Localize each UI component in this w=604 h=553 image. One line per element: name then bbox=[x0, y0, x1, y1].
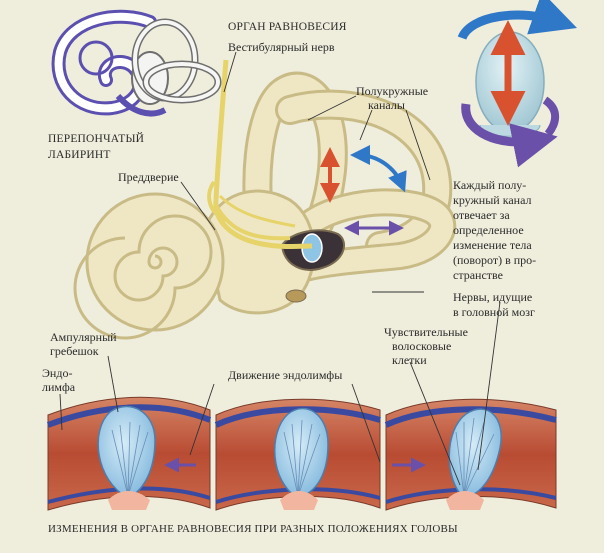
label-canal-note-7: странстве bbox=[453, 268, 503, 282]
label-nerves-2: в головной мозг bbox=[453, 305, 535, 319]
label-canal-note-2: кружный канал bbox=[453, 193, 532, 207]
label-hair-cells-3: клетки bbox=[392, 353, 427, 367]
head-rotation-icon bbox=[457, 0, 577, 168]
label-hair-cells-1: Чувствительные bbox=[384, 325, 468, 339]
label-canal-note-3: отвечает за bbox=[453, 208, 510, 222]
label-vestibular-nerve: Вестибулярный нерв bbox=[228, 40, 335, 54]
leader-lines bbox=[59, 51, 501, 486]
label-nerves-1: Нервы, идущие bbox=[453, 290, 533, 304]
label-canal-note-4: определенное bbox=[453, 223, 524, 237]
label-membranous-labyrinth-1: ПЕРЕПОНЧАТЫЙ bbox=[48, 133, 145, 145]
membranous-labyrinth-illustration bbox=[51, 9, 222, 117]
label-vestibule: Преддверие bbox=[118, 170, 179, 184]
label-hair-cells-2: волосковые bbox=[392, 339, 452, 353]
figure-caption: ИЗМЕНЕНИЯ В ОРГАНЕ РАВНОВЕСИЯ ПРИ РАЗНЫХ… bbox=[48, 523, 458, 535]
ampulla-panel-2 bbox=[214, 398, 381, 511]
label-membranous-labyrinth-2: ЛАБИРИНТ bbox=[48, 149, 111, 161]
ampulla-panel-1 bbox=[46, 396, 212, 511]
label-endolymph-motion: Движение эндолимфы bbox=[228, 368, 343, 382]
label-canal-note-5: изменение тела bbox=[453, 238, 532, 252]
label-endolymph-2: лимфа bbox=[42, 380, 76, 394]
label-semicircular-canals-1: Полукружные bbox=[356, 84, 429, 98]
label-canal-note-1: Каждый полу- bbox=[453, 178, 527, 192]
diagram-title: ОРГАН РАВНОВЕСИЯ bbox=[228, 21, 347, 33]
label-endolymph-1: Эндо- bbox=[42, 366, 73, 380]
ampulla-panels bbox=[46, 396, 557, 511]
label-ampullary-crest-2: гребешок bbox=[50, 344, 99, 358]
bony-labyrinth-illustration bbox=[73, 59, 457, 340]
ampulla-panel-3 bbox=[384, 398, 557, 511]
label-semicircular-canals-2: каналы bbox=[368, 98, 405, 112]
label-canal-note-6: (поворот) в про- bbox=[453, 253, 537, 267]
label-ampullary-crest-1: Ампулярный bbox=[50, 330, 117, 344]
